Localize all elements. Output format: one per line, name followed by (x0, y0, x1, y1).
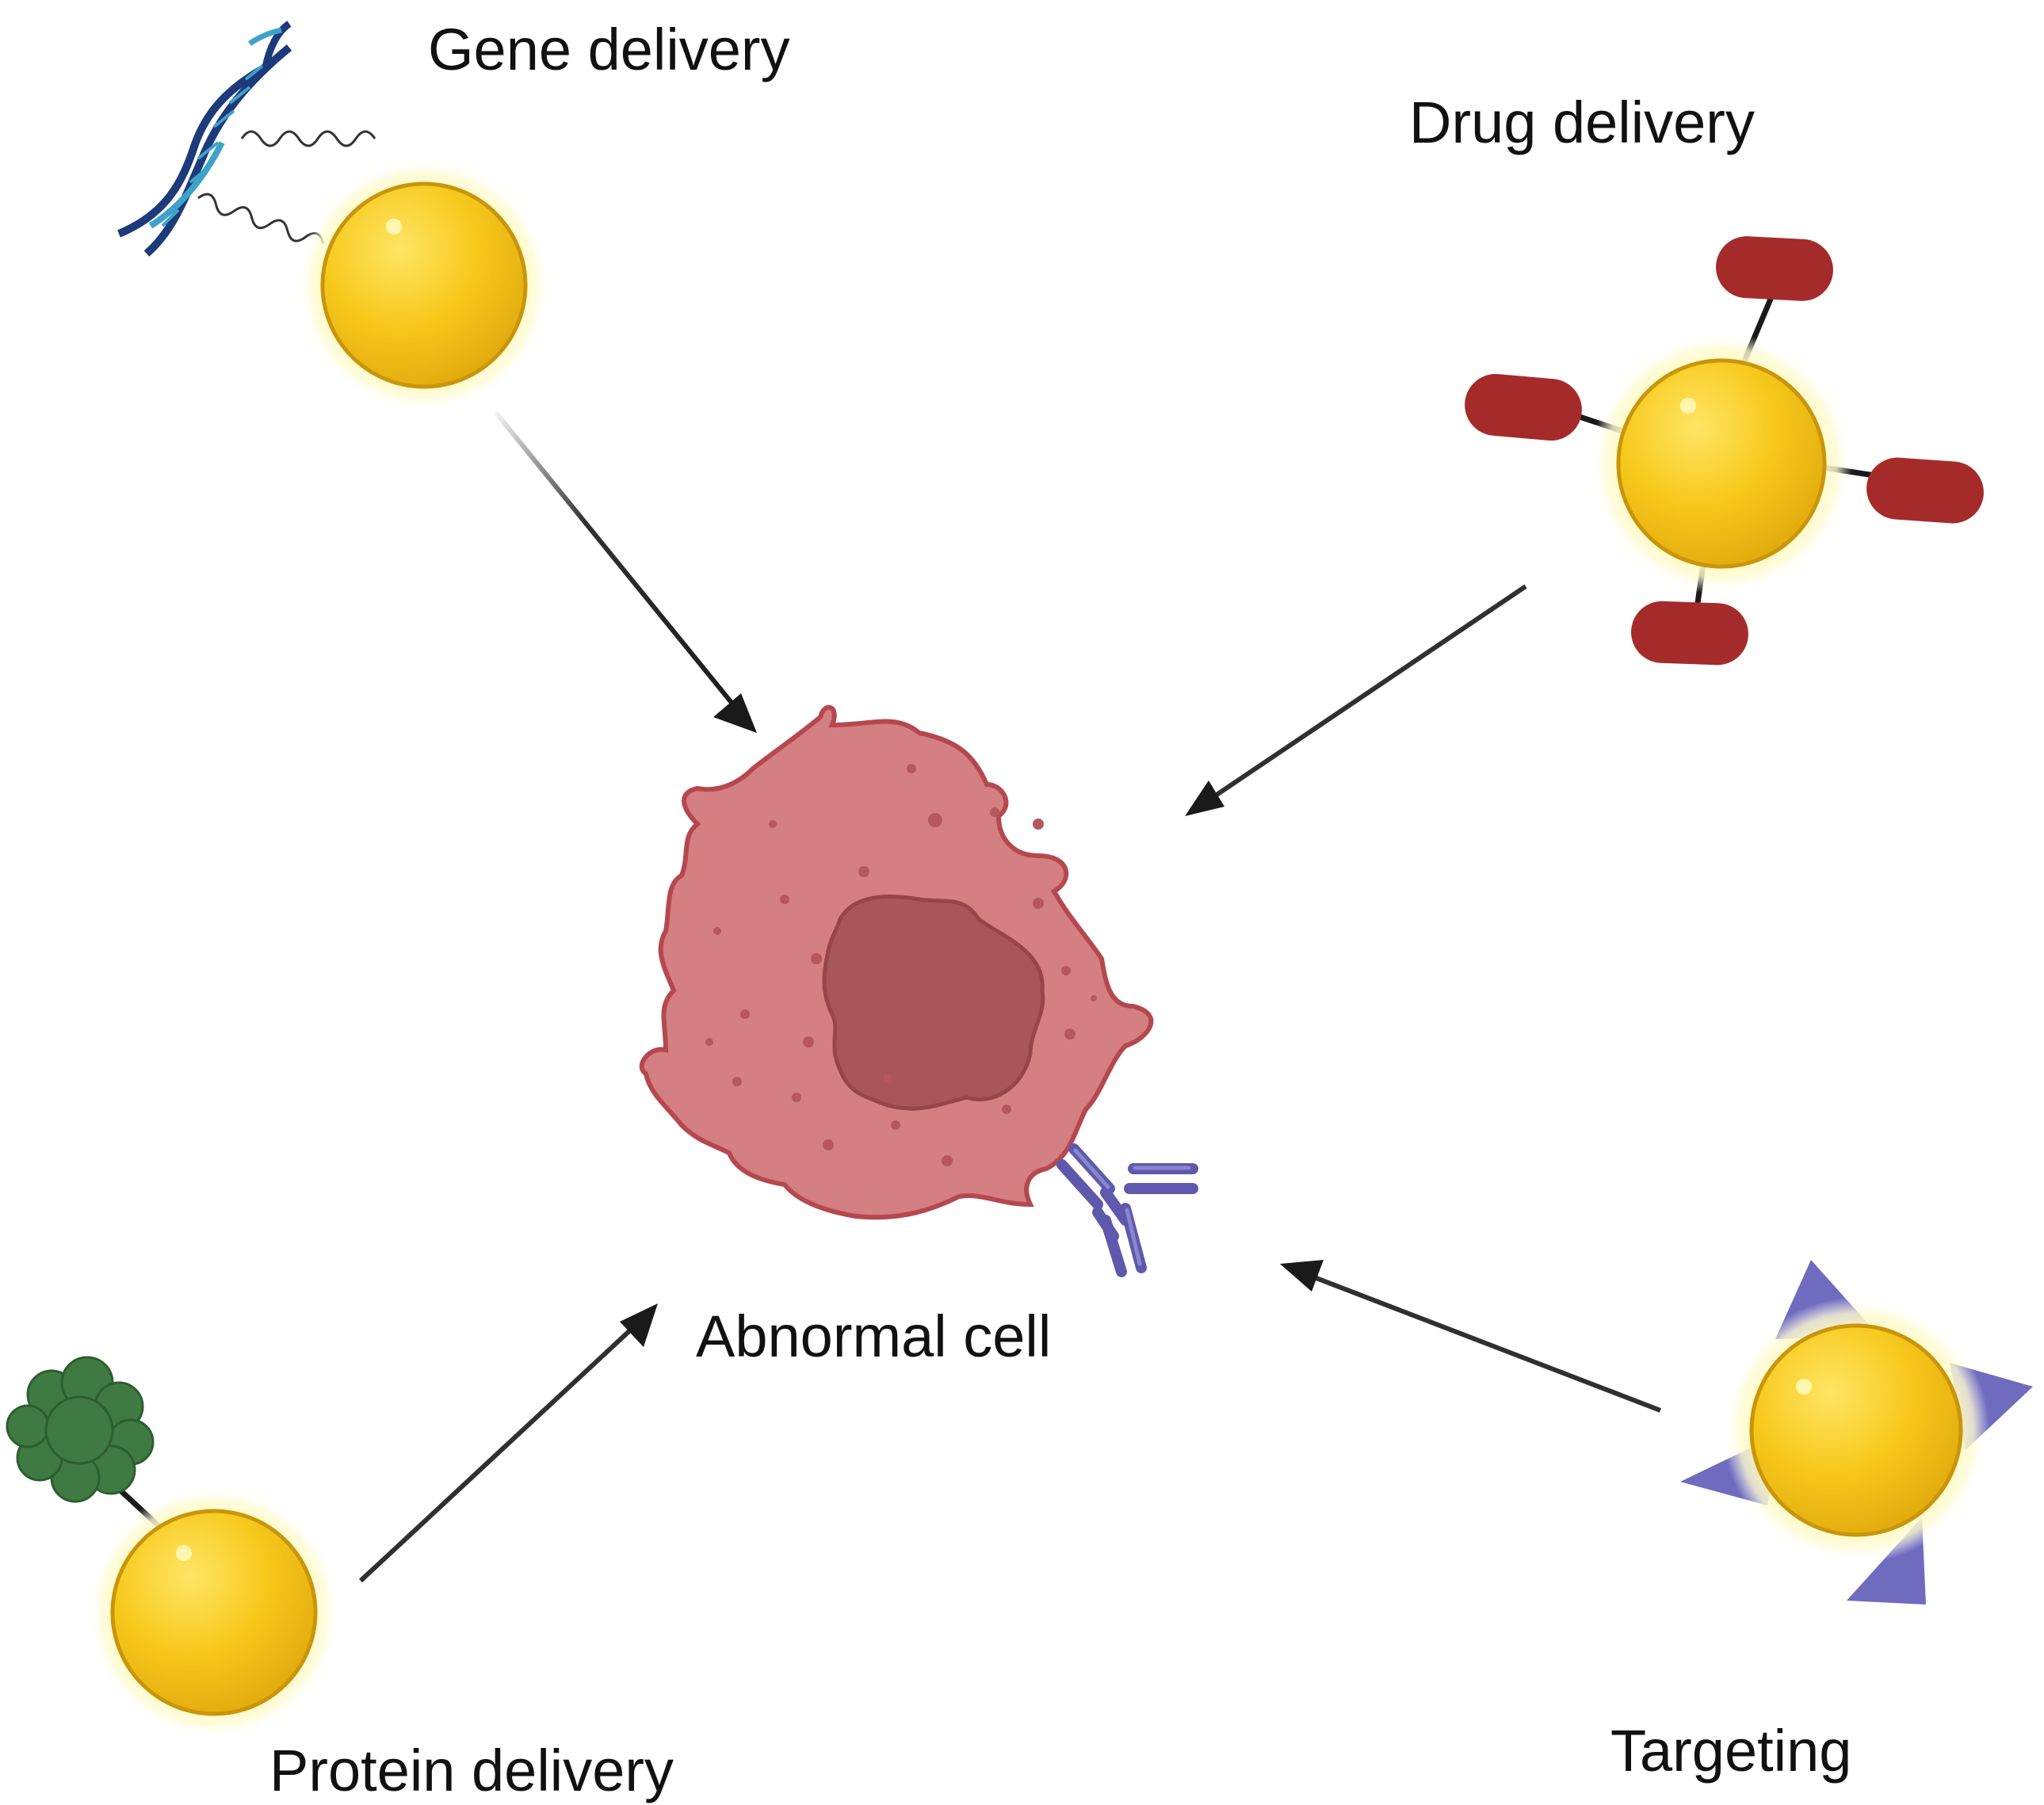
drug-delivery-group: Drug delivery (1409, 90, 1984, 666)
drug-capsule-icon (1465, 236, 1984, 666)
dna-icon (117, 21, 292, 257)
arrow-protein-to-cell (358, 1317, 644, 1583)
arrow-icon (1185, 780, 1224, 816)
label-targeting: Targeting (1610, 1718, 1851, 1784)
label-protein-delivery: Protein delivery (269, 1738, 674, 1803)
nanoparticle-icon (1723, 1297, 1989, 1563)
arrow-gene-to-cell (493, 410, 755, 731)
abnormal-cell-group: Abnormal cell (639, 704, 1198, 1369)
arrow-icon (713, 693, 757, 733)
arrows (358, 410, 1662, 1583)
arrow-icon (620, 1303, 658, 1347)
tether-line (197, 193, 325, 244)
protein-icon (6, 1356, 155, 1503)
label-gene-delivery: Gene delivery (428, 17, 790, 82)
arrow-targeting-to-cell (1298, 1269, 1662, 1413)
protein-delivery-group: Protein delivery (6, 1356, 674, 1803)
targeting-group: Targeting (1610, 1260, 2033, 1784)
label-abnormal-cell: Abnormal cell (696, 1303, 1051, 1369)
arrow-drug-to-cell (1195, 584, 1527, 811)
nucleus-icon (822, 894, 1045, 1111)
label-drug-delivery: Drug delivery (1409, 90, 1755, 155)
nanoparticle-icon (1591, 333, 1852, 594)
gene-delivery-group: Gene delivery (117, 17, 790, 412)
antibody-icon (1073, 1148, 1191, 1266)
cell-speckles (705, 764, 1097, 1166)
nanoparticle-icon (297, 158, 551, 412)
nanoparticle-icon (87, 1486, 341, 1739)
tether-line (240, 130, 376, 147)
arrow-icon (1280, 1260, 1324, 1292)
